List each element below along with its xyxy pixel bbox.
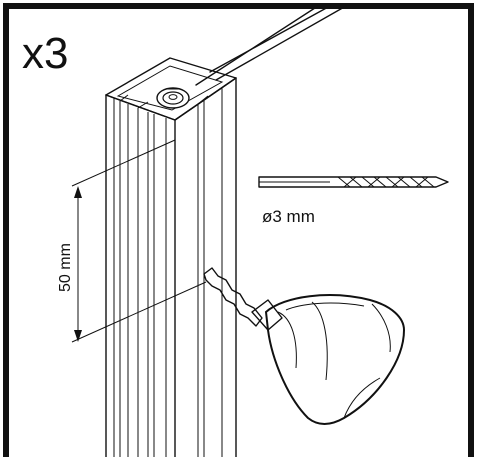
power-drill — [203, 267, 406, 425]
quantity-label: x3 — [22, 29, 68, 78]
dimension-50mm — [71, 139, 207, 343]
dimension-label: 50 mm — [57, 243, 74, 292]
aluminium-profile — [105, 57, 237, 457]
screw-head — [156, 87, 190, 109]
drill-bit-size-label: ø3 mm — [262, 207, 315, 226]
frame-border — [3, 3, 474, 457]
drill-bit-illustration — [258, 176, 449, 188]
